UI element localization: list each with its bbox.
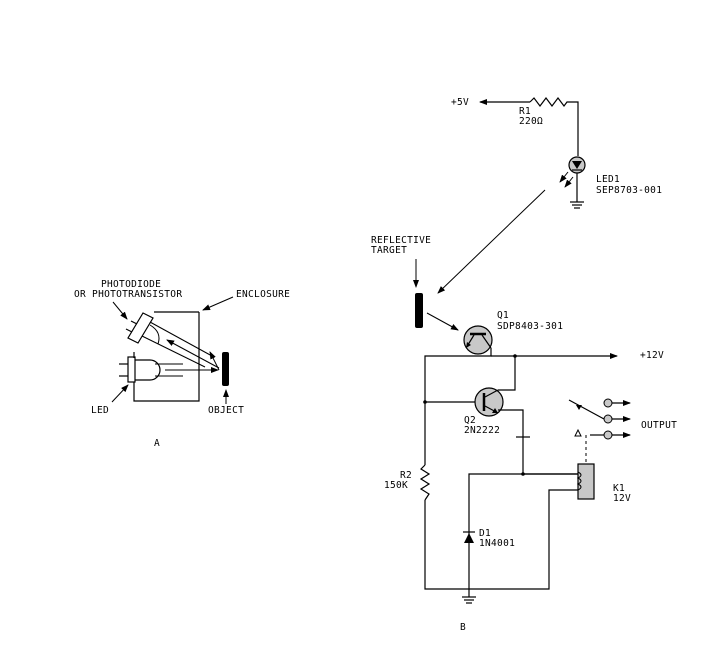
k1-name: K1 bbox=[613, 483, 625, 494]
led1-name: LED1 bbox=[596, 174, 620, 185]
figure-a: PHOTODIODE OR PHOTOTRANSISTOR ENCLOSURE … bbox=[74, 279, 290, 449]
q2-transistor bbox=[474, 387, 504, 417]
phototransistor-label: OR PHOTOTRANSISTOR bbox=[74, 289, 182, 300]
r1-resistor bbox=[529, 97, 579, 156]
led1-part: SEP8703-001 bbox=[596, 185, 662, 196]
k1-relay bbox=[568, 398, 631, 500]
object-target bbox=[222, 352, 229, 386]
q2-part: 2N2222 bbox=[464, 425, 500, 436]
d1-part: 1N4001 bbox=[479, 538, 515, 549]
enclosure-pointer bbox=[202, 296, 234, 311]
led1-diode bbox=[559, 156, 586, 209]
target-label-2: TARGET bbox=[371, 245, 407, 256]
led-emitter bbox=[119, 356, 219, 383]
reflective-target bbox=[415, 293, 423, 328]
r1-value: 220Ω bbox=[519, 116, 543, 127]
q1-phototransistor bbox=[463, 325, 493, 355]
object-label: OBJECT bbox=[208, 405, 244, 416]
photodiode-label: PHOTODIODE bbox=[101, 279, 161, 290]
output-label: OUTPUT bbox=[641, 420, 677, 431]
figure-b: +5V R1 220Ω LED1 SEP8703-001 REFLECTIVE … bbox=[371, 97, 677, 633]
q2-name: Q2 bbox=[464, 415, 476, 426]
d1-name: D1 bbox=[479, 528, 491, 539]
enclosure-outline bbox=[133, 312, 200, 402]
target-label-1: REFLECTIVE bbox=[371, 235, 431, 246]
q1-part: SDP8403-301 bbox=[497, 321, 563, 332]
q1-name: Q1 bbox=[497, 310, 509, 321]
enclosure-label: ENCLOSURE bbox=[236, 289, 290, 300]
photodiode bbox=[125, 312, 213, 368]
r2-value: 150K bbox=[384, 480, 408, 491]
figure-a-caption: A bbox=[154, 438, 160, 449]
photodiode-pointer bbox=[112, 301, 128, 320]
led-label: LED bbox=[91, 405, 109, 416]
figure-b-caption: B bbox=[460, 622, 466, 633]
r2-resistor bbox=[419, 464, 431, 501]
d1-diode bbox=[463, 525, 475, 545]
supply-12v-label: +12V bbox=[640, 350, 664, 361]
led-pointer bbox=[111, 384, 129, 403]
k1-value: 12V bbox=[613, 493, 631, 504]
r1-name: R1 bbox=[519, 106, 531, 117]
r2-name: R2 bbox=[400, 470, 412, 481]
supply-5v-label: +5V bbox=[451, 97, 469, 108]
